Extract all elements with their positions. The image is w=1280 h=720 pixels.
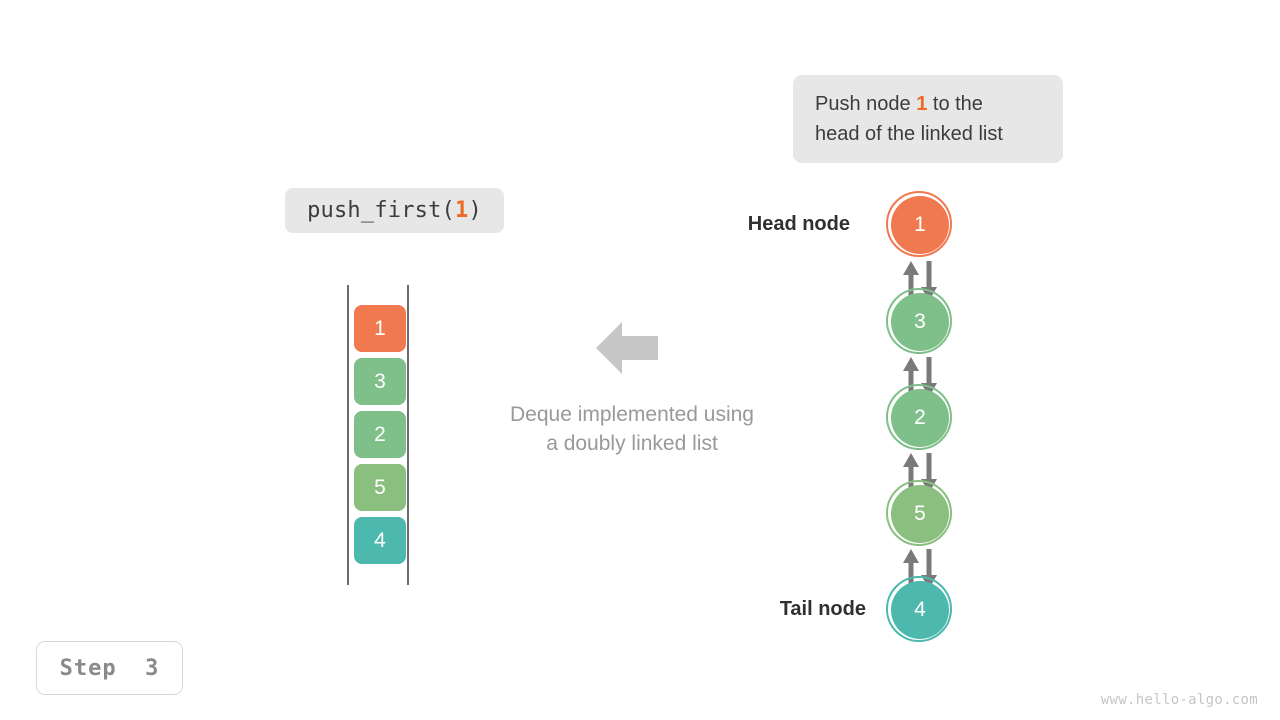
- list-node-circle: 4: [891, 581, 949, 639]
- list-node-ring: [886, 480, 952, 546]
- list-node-circle: 1: [891, 196, 949, 254]
- tooltip-highlight-value: 1: [916, 93, 928, 115]
- list-node-circle: 5: [891, 485, 949, 543]
- array-cell-value: 2: [374, 422, 386, 446]
- array-cell: 4: [354, 517, 406, 564]
- list-node-value: 2: [914, 406, 926, 429]
- caption-line2: a doubly linked list: [546, 432, 718, 455]
- list-node-ring: [886, 288, 952, 354]
- array-cell: 2: [354, 411, 406, 458]
- list-node: 3: [886, 288, 952, 354]
- operation-tooltip: Push node 1 to the head of the linked li…: [793, 75, 1063, 163]
- tail-node-label: Tail node: [779, 598, 866, 620]
- caption-line1: Deque implemented using: [510, 403, 754, 426]
- array-cell-value: 5: [374, 475, 386, 499]
- step-badge: Step 3: [36, 641, 183, 695]
- list-node-ring: [886, 191, 952, 257]
- code-before: push_first(: [307, 198, 455, 223]
- list-node-ring: [886, 384, 952, 450]
- list-node-value: 5: [914, 502, 926, 525]
- list-node-value: 4: [914, 598, 926, 621]
- diagram-caption: Deque implemented using a doubly linked …: [432, 400, 832, 458]
- array-cell-value: 4: [374, 528, 386, 552]
- deque-array-view: 1 3 2 5 4: [340, 280, 420, 592]
- list-node-circle: 3: [891, 293, 949, 351]
- list-node-value: 3: [914, 310, 926, 333]
- array-cell: 5: [354, 464, 406, 511]
- head-node-label: Head node: [747, 213, 850, 235]
- tooltip-line1-after: to the: [927, 93, 983, 115]
- operation-code-chip: push_first(1): [285, 188, 504, 233]
- operation-code-text: push_first(1): [307, 198, 482, 223]
- list-node: 1: [886, 191, 952, 257]
- tooltip-line1-before: Push node: [815, 93, 917, 115]
- list-node-circle: 2: [891, 389, 949, 447]
- code-argument: 1: [455, 198, 469, 223]
- tooltip-text: Push node 1 to the head of the linked li…: [815, 89, 1003, 149]
- list-node: 2: [886, 384, 952, 450]
- list-node: 5: [886, 480, 952, 546]
- array-cell-value: 3: [374, 369, 386, 393]
- mapping-arrow-icon: [596, 322, 658, 374]
- array-cell: 3: [354, 358, 406, 405]
- tooltip-line2: head of the linked list: [815, 123, 1003, 145]
- array-rail-left: [347, 285, 349, 585]
- array-cell-value: 1: [374, 316, 386, 340]
- list-node-ring: [886, 576, 952, 642]
- doubly-linked-list-view: 1 3 2 5 4: [880, 185, 962, 655]
- list-node-value: 1: [914, 213, 926, 236]
- list-node: 4: [886, 576, 952, 642]
- code-after: ): [468, 198, 482, 223]
- array-rail-right: [407, 285, 409, 585]
- site-watermark: www.hello-algo.com: [1100, 692, 1258, 708]
- step-badge-label: Step 3: [59, 655, 160, 681]
- array-cell: 1: [354, 305, 406, 352]
